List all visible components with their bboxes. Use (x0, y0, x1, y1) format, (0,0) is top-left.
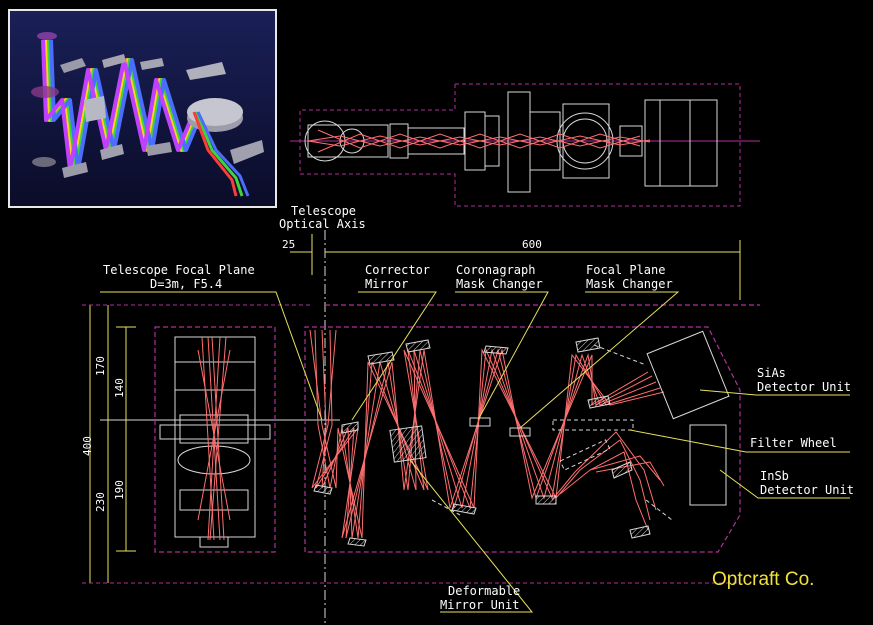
label-deformable-2: Mirror Unit (440, 598, 519, 612)
3d-render-inset (8, 9, 277, 208)
top-view-drawing (290, 83, 760, 207)
label-deformable-1: Deformable (448, 584, 520, 598)
label-fp-mask-2: Mask Changer (586, 277, 673, 291)
label-coronagraph-2: Mask Changer (456, 277, 543, 291)
label-insb-1: InSb (760, 469, 789, 483)
axis-label-line1: Telescope (291, 204, 356, 218)
label-focal-plane-2: D=3m, F5.4 (150, 277, 222, 291)
beam-path (309, 329, 665, 539)
leader-lines (100, 291, 850, 613)
dim-170: 170 (94, 356, 107, 376)
dim-190: 190 (113, 480, 126, 500)
dimension-lines (82, 230, 741, 625)
relay-optics-assembly (159, 336, 271, 548)
dim-230: 230 (94, 492, 107, 512)
axis-label: Telescope Optical Axis (279, 204, 366, 231)
label-coronagraph-1: Coronagraph (456, 263, 535, 277)
label-fp-mask-1: Focal Plane (586, 263, 665, 277)
side-view-enclosure (154, 304, 760, 553)
brand-text: Optcraft Co. (712, 569, 814, 590)
axis-label-line2: Optical Axis (279, 217, 366, 231)
dim-140: 140 (113, 378, 126, 398)
label-insb-2: Detector Unit (760, 483, 854, 497)
label-focal-plane-1: Telescope Focal Plane (103, 263, 255, 277)
dim-25: 25 (282, 238, 295, 251)
dim-400: 400 (81, 436, 94, 456)
label-corrector-2: Mirror (365, 277, 408, 291)
label-filter-wheel: Filter Wheel (750, 436, 837, 450)
dim-600: 600 (522, 238, 542, 251)
label-sias-1: SiAs (757, 366, 786, 380)
optical-components (313, 330, 730, 547)
label-corrector-1: Corrector (365, 263, 430, 277)
label-sias-2: Detector Unit (757, 380, 851, 394)
